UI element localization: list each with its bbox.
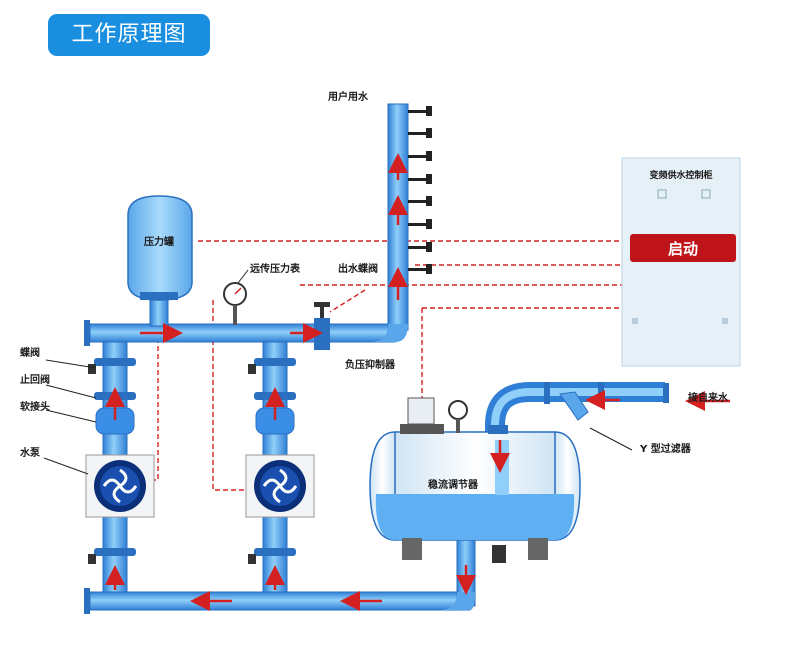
label-filter: Y 型过滤器 [639,442,692,455]
remote-pressure-gauge-icon [223,282,247,325]
pressure-tank [127,195,193,301]
label-pressure-tank: 压力罐 [144,235,174,248]
control-cabinet: 变频供水控制柜 启动 [621,157,741,367]
stabilizer-tank [369,397,581,563]
user-taps [408,106,432,274]
label-inlet: 接自来水 [688,391,729,404]
label-remote-gauge: 远传压力表 [250,262,301,275]
label-butterfly-valve: 蝶阀 [20,346,40,359]
label-outlet-valve: 出水蝶阀 [338,262,378,275]
flow-arrows [105,153,730,611]
label-pump: 水泵 [19,446,41,459]
cabinet-title: 变频供水控制柜 [649,169,712,181]
pipes [84,103,669,614]
label-stabilizer: 稳流调节器 [428,478,479,491]
outlet-valve-icon [314,302,330,350]
label-soft-joint: 软接头 [20,400,50,413]
leader-lines [43,269,633,475]
label-check-valve: 止回阀 [20,373,50,386]
start-label: 启动 [668,240,698,258]
page-title: 工作原理图 [48,14,210,56]
label-negative-pressure: 负压抑制器 [345,358,396,371]
pump-2 [245,358,315,564]
pump-1 [85,358,155,564]
label-user-water: 用户用水 [327,90,369,103]
start-button[interactable] [630,234,736,262]
